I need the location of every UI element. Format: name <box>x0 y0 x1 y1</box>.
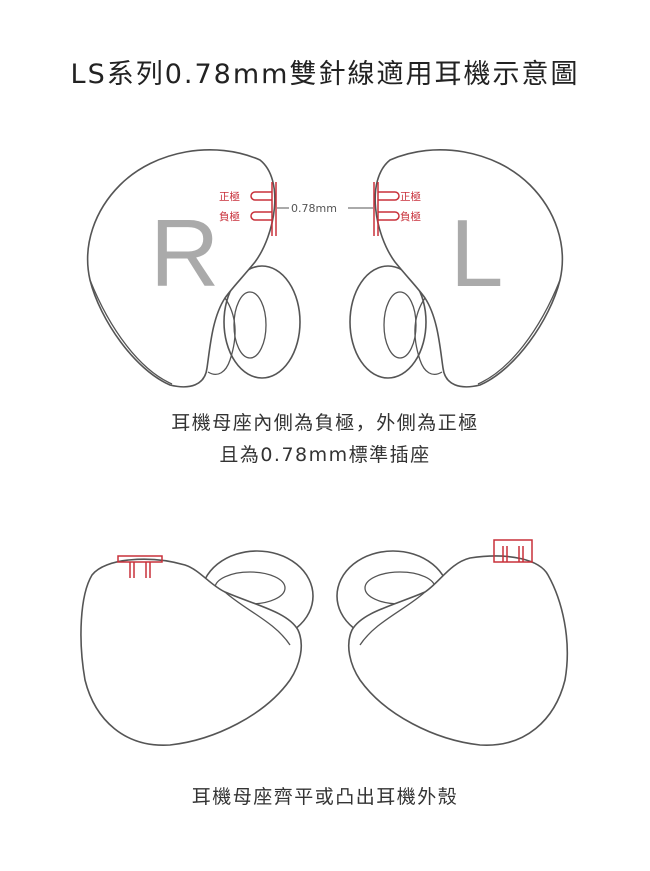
right-side-pins <box>117 555 163 578</box>
right-pin-negative <box>250 211 272 221</box>
right-side-shell <box>80 558 302 746</box>
right-side-shell-edge <box>224 591 291 646</box>
right-letter: R <box>150 200 219 307</box>
right-shell-edge-2 <box>207 297 236 375</box>
caption-polarity: 耳機母座內側為負極，外側為正極 <box>171 412 479 434</box>
left-side-shell <box>348 555 569 746</box>
right-eartip <box>223 265 301 379</box>
right-earphone-side <box>80 550 314 746</box>
left-negative-label: 負極 <box>400 210 421 223</box>
right-shell-edge <box>89 279 173 385</box>
right-earphone-top: R <box>86 149 301 388</box>
left-shell-edge-2 <box>414 297 443 375</box>
caption-standard: 且為0.78mm標準插座 <box>219 444 431 466</box>
left-socket-outline <box>373 182 379 236</box>
left-side-pins <box>493 539 533 563</box>
left-shell-edge <box>477 279 561 385</box>
spacing-dimension: 0.78mm <box>277 202 373 215</box>
right-negative-label: 負極 <box>219 210 240 223</box>
caption-flush: 耳機母座齊平或凸出耳機外殼 <box>191 786 459 808</box>
right-socket-outline <box>271 182 277 236</box>
left-earphone-top: L <box>349 149 564 388</box>
right-positive-label: 正極 <box>219 190 240 203</box>
right-eartip-inner <box>233 291 267 359</box>
left-letter: L <box>450 200 503 307</box>
left-positive-label: 正極 <box>400 190 421 203</box>
left-side-shell-edge <box>359 591 426 646</box>
left-socket: 正極 負極 <box>373 182 421 236</box>
right-socket: 正極 負極 <box>219 182 277 236</box>
page-title: LS系列0.78mm雙針線適用耳機示意圖 <box>70 59 580 90</box>
left-earphone-side <box>336 539 569 746</box>
left-pin-positive <box>378 191 400 201</box>
spacing-label: 0.78mm <box>291 202 337 215</box>
left-eartip <box>349 265 427 379</box>
right-pin-positive <box>250 191 272 201</box>
left-pin-negative <box>378 211 400 221</box>
left-eartip-inner <box>383 291 417 359</box>
